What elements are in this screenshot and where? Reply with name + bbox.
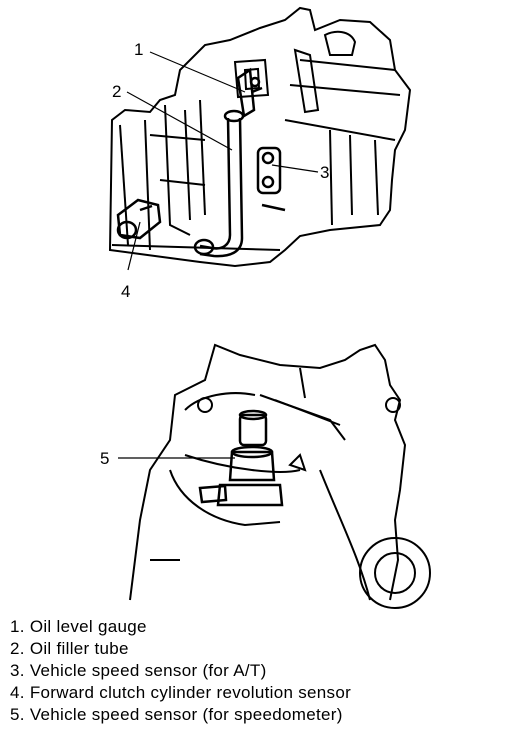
legend-number: 5. — [10, 705, 25, 724]
leader-lines-upper — [126, 51, 319, 271]
legend-number: 3. — [10, 661, 25, 680]
callout-3: 3 — [320, 163, 329, 182]
legend-number: 2. — [10, 639, 25, 658]
legend-label: Oil level gauge — [29, 617, 147, 636]
legend-number: 4. — [10, 683, 25, 702]
lower-figure — [129, 343, 431, 609]
legend-label: Oil filler tube — [29, 639, 129, 658]
legend-item: 4. Forward clutch cylinder revolution se… — [10, 682, 510, 704]
legend-label: Forward clutch cylinder revolution senso… — [29, 683, 352, 702]
transmission-diagram: 1 2 3 4 5 — [100, 6, 431, 609]
legend-item: 3. Vehicle speed sensor (for A/T) — [10, 660, 510, 682]
callout-5: 5 — [100, 449, 109, 468]
forward-clutch-sensor — [116, 198, 162, 240]
callout-4: 4 — [121, 282, 130, 301]
callout-2: 2 — [112, 82, 121, 101]
callout-1: 1 — [134, 40, 143, 59]
legend-item: 1. Oil level gauge — [10, 616, 510, 638]
legend-label: Vehicle speed sensor (for A/T) — [29, 661, 267, 680]
oil-level-gauge — [236, 67, 263, 119]
parts-legend: 1. Oil level gauge 2. Oil filler tube 3.… — [10, 616, 510, 726]
legend-item: 5. Vehicle speed sensor (for speedometer… — [10, 704, 510, 726]
legend-label: Vehicle speed sensor (for speedometer) — [29, 705, 343, 724]
speed-sensor-at — [256, 146, 286, 212]
speed-sensor-speedometer — [198, 409, 284, 507]
legend-number: 1. — [10, 617, 25, 636]
legend-item: 2. Oil filler tube — [10, 638, 510, 660]
upper-figure — [108, 6, 412, 268]
